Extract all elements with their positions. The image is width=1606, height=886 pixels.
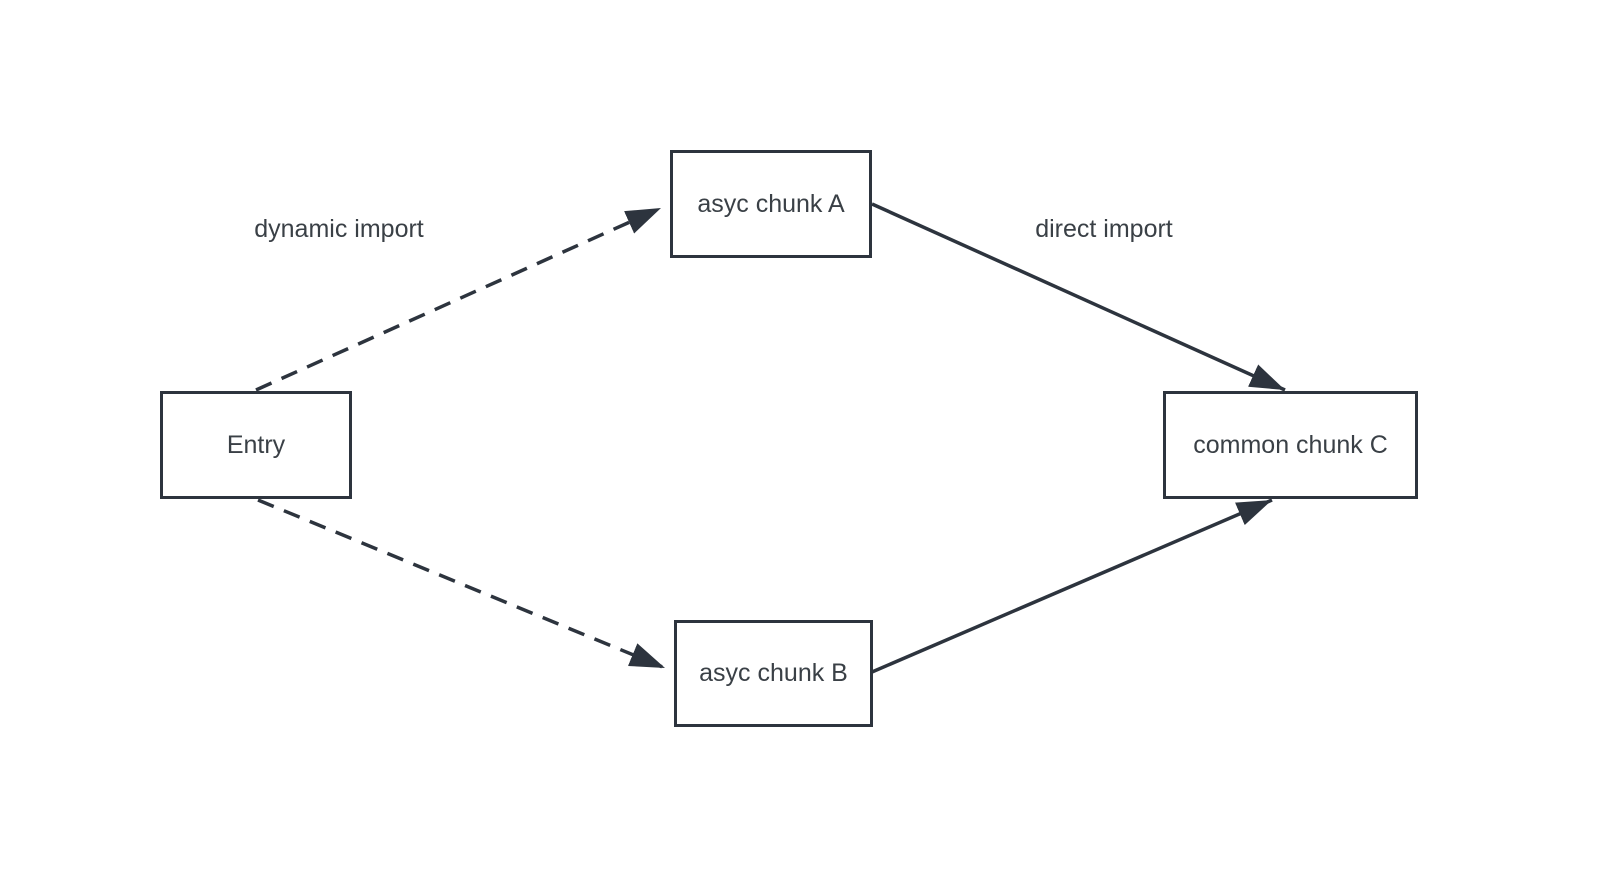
node-entry-label: Entry — [226, 430, 286, 459]
edge-label-direct-import: direct import — [1035, 215, 1173, 243]
node-async-chunk-a-label: asyc chunk A — [697, 189, 845, 218]
edge-entry-to-async-chunk-b — [257, 498, 666, 670]
edge-label-dynamic-import: dynamic import — [254, 215, 424, 243]
edge-async-chunk-b-to-common-chunk-c — [871, 498, 1273, 674]
node-entry: Entry — [160, 391, 352, 499]
node-common-chunk-c: common chunk C — [1163, 391, 1418, 499]
node-common-chunk-c-label: common chunk C — [1193, 430, 1388, 459]
node-async-chunk-b: asyc chunk B — [674, 620, 873, 727]
node-async-chunk-a: asyc chunk A — [670, 150, 872, 258]
edge-async-chunk-a-to-common-chunk-c — [871, 202, 1286, 392]
node-async-chunk-b-label: asyc chunk B — [699, 659, 848, 687]
edge-entry-to-async-chunk-a — [255, 206, 662, 392]
